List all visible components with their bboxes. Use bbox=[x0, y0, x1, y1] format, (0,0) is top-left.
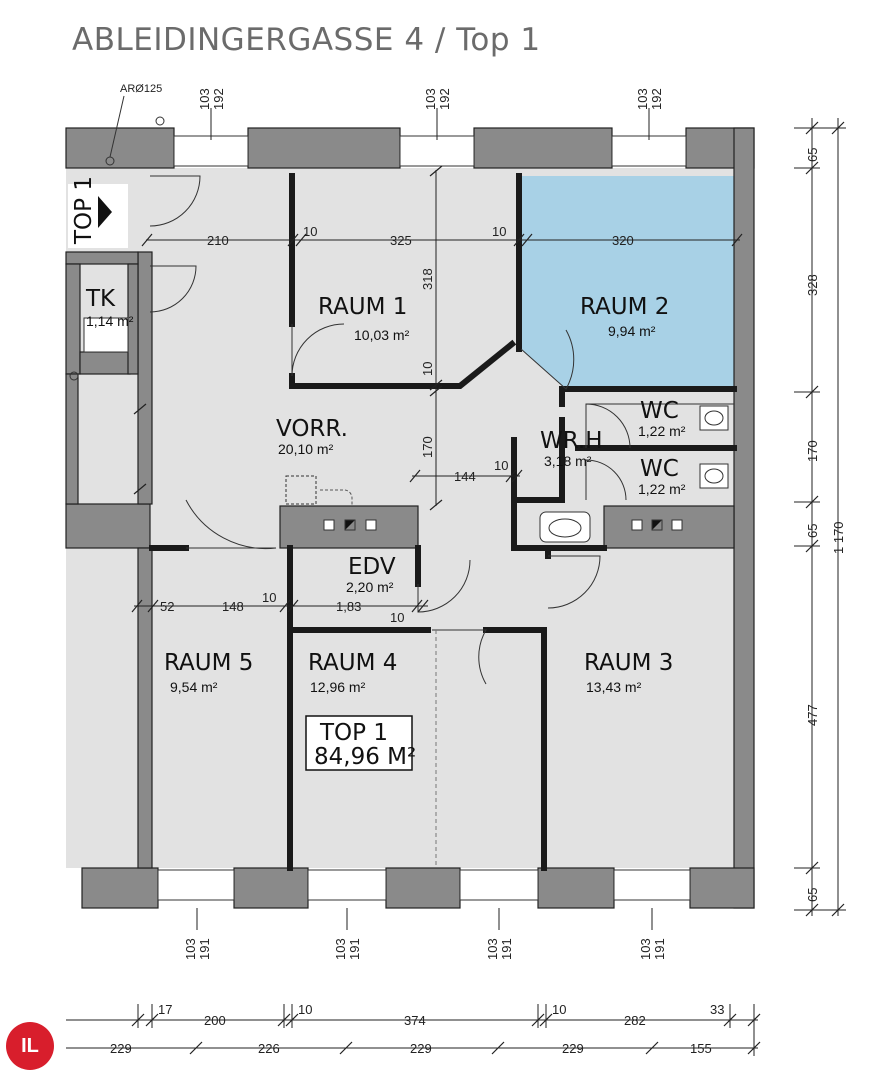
win-bot2-b: 191 bbox=[347, 938, 362, 960]
dim-148: 148 bbox=[222, 599, 244, 614]
wrh-area: 3,18 m² bbox=[544, 453, 592, 469]
b1-dim-5: 282 bbox=[624, 1013, 646, 1028]
edv-name: EDV bbox=[348, 554, 396, 580]
interior-dimensions bbox=[131, 165, 743, 613]
dim-10-vert: 10 bbox=[420, 362, 435, 376]
b1-dim-0: 17 bbox=[158, 1002, 172, 1017]
edv-area: 2,20 m² bbox=[346, 579, 394, 595]
b2-dim-4: 155 bbox=[690, 1041, 712, 1056]
wc1-area: 1,22 m² bbox=[638, 423, 686, 439]
dim-144: 144 bbox=[454, 469, 476, 484]
dim-10b: 10 bbox=[492, 224, 506, 239]
b1-dim-4: 10 bbox=[552, 1002, 566, 1017]
win-top1-b: 192 bbox=[211, 88, 226, 110]
summary-label: TOP 1 bbox=[319, 720, 388, 746]
raum2-area: 9,94 m² bbox=[608, 323, 656, 339]
right-dim-2: 170 bbox=[805, 440, 820, 462]
summary-box bbox=[305, 715, 413, 771]
raum5-name: RAUM 5 bbox=[164, 650, 253, 676]
vorr-area: 20,10 m² bbox=[278, 441, 334, 457]
win-top1-a: 103 bbox=[197, 88, 212, 110]
win-bot4-b: 191 bbox=[652, 938, 667, 960]
entrance-label: TOP 1 bbox=[71, 176, 97, 245]
win-bot3-a: 103 bbox=[485, 938, 500, 960]
dim-10a: 10 bbox=[303, 224, 317, 239]
wc2-name: WC bbox=[640, 456, 679, 482]
b2-dim-3: 229 bbox=[562, 1041, 584, 1056]
b1-dim-3: 374 bbox=[404, 1013, 426, 1028]
b2-dim-1: 226 bbox=[258, 1041, 280, 1056]
b1-dim-2: 10 bbox=[298, 1002, 312, 1017]
top-window-dims bbox=[196, 108, 653, 930]
b1-dim-6: 33 bbox=[710, 1002, 724, 1017]
dim-10-wrh: 10 bbox=[494, 458, 508, 473]
raum3-area: 13,43 m² bbox=[586, 679, 642, 695]
dim-10-edv-b: 10 bbox=[390, 610, 404, 625]
raum2-name: RAUM 2 bbox=[580, 294, 669, 320]
raum4-name: RAUM 4 bbox=[308, 650, 397, 676]
raum2-highlight bbox=[519, 176, 734, 389]
dim-325: 325 bbox=[390, 233, 412, 248]
win-top3-a: 103 bbox=[635, 88, 650, 110]
page-title: ABLEIDINGERGASSE 4 / Top 1 bbox=[72, 22, 541, 58]
brand-logo: IL bbox=[6, 1022, 54, 1070]
dim-320: 320 bbox=[612, 233, 634, 248]
right-dim-total: 1 170 bbox=[831, 521, 846, 554]
win-bot3-b: 191 bbox=[499, 938, 514, 960]
raum4-area: 12,96 m² bbox=[310, 679, 366, 695]
win-bot1-b: 191 bbox=[197, 938, 212, 960]
wrh-name: WR.H bbox=[540, 428, 603, 454]
win-top2-a: 103 bbox=[423, 88, 438, 110]
b2-dim-0: 229 bbox=[110, 1041, 132, 1056]
dim-170: 170 bbox=[420, 436, 435, 458]
wc2-area: 1,22 m² bbox=[638, 481, 686, 497]
doors bbox=[149, 175, 734, 685]
dim-52: 52 bbox=[160, 599, 174, 614]
dim-10-edv-a: 10 bbox=[262, 590, 276, 605]
win-bot1-a: 103 bbox=[183, 938, 198, 960]
tk-name: TK bbox=[85, 286, 116, 312]
right-dimensions bbox=[794, 118, 846, 917]
wc1-name: WC bbox=[640, 398, 679, 424]
dim-210: 210 bbox=[207, 233, 229, 248]
win-bot4-a: 103 bbox=[638, 938, 653, 960]
right-dim-4: 477 bbox=[805, 704, 820, 726]
outer-walls bbox=[65, 127, 755, 909]
dim-183: 1,83 bbox=[336, 599, 361, 614]
dim-318: 318 bbox=[420, 268, 435, 290]
bottom-dimensions bbox=[66, 1004, 761, 1056]
win-bot2-a: 103 bbox=[333, 938, 348, 960]
entrance-arrow-icon bbox=[98, 196, 112, 228]
win-top2-b: 192 bbox=[437, 88, 452, 110]
windows bbox=[157, 135, 691, 901]
raum1-name: RAUM 1 bbox=[318, 294, 407, 320]
right-dim-5: 65 bbox=[805, 888, 820, 902]
raum3-name: RAUM 3 bbox=[584, 650, 673, 676]
raum5-area: 9,54 m² bbox=[170, 679, 218, 695]
vent-label: ARØ125 bbox=[120, 83, 162, 95]
raum1-area: 10,03 m² bbox=[354, 327, 410, 343]
vorr-name: VORR. bbox=[276, 416, 348, 442]
fixtures bbox=[69, 95, 729, 868]
b1-dim-1: 200 bbox=[204, 1013, 226, 1028]
summary-area: 84,96 M² bbox=[314, 744, 416, 770]
right-dim-3: 65 bbox=[805, 524, 820, 538]
b2-dim-2: 229 bbox=[410, 1041, 432, 1056]
tk-area: 1,14 m² bbox=[86, 313, 134, 329]
win-top3-b: 192 bbox=[649, 88, 664, 110]
right-dim-0: 65 bbox=[805, 148, 820, 162]
right-dim-1: 328 bbox=[805, 274, 820, 296]
